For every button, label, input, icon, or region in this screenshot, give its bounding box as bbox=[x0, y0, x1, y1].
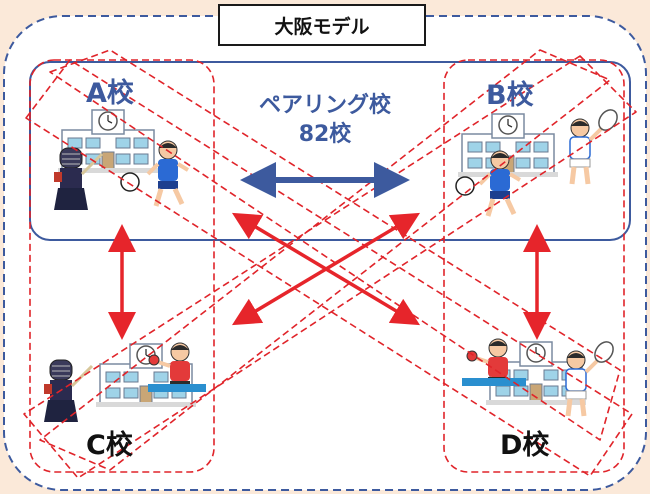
table-tennis-table bbox=[148, 384, 206, 392]
table-tennis-table bbox=[462, 378, 526, 386]
pairing-label: ペアリング校 82校 bbox=[240, 92, 410, 150]
school-d-illustration bbox=[462, 338, 617, 416]
diagram-title: 大阪モデル bbox=[274, 15, 370, 38]
pairing-label-line1: ペアリング校 bbox=[258, 93, 391, 118]
soccer-ball-icon bbox=[120, 172, 140, 192]
pairing-count: 82校 bbox=[298, 122, 352, 147]
school-c-label: C校 bbox=[86, 430, 133, 461]
school-c-illustration bbox=[42, 341, 206, 424]
school-d-label: D校 bbox=[500, 430, 550, 461]
title-box: 大阪モデル bbox=[218, 4, 426, 46]
bc-arrow bbox=[231, 212, 421, 326]
school-a-label: A校 bbox=[86, 78, 134, 109]
school-b-label: B校 bbox=[486, 80, 534, 111]
school-a-illustration bbox=[52, 109, 188, 212]
